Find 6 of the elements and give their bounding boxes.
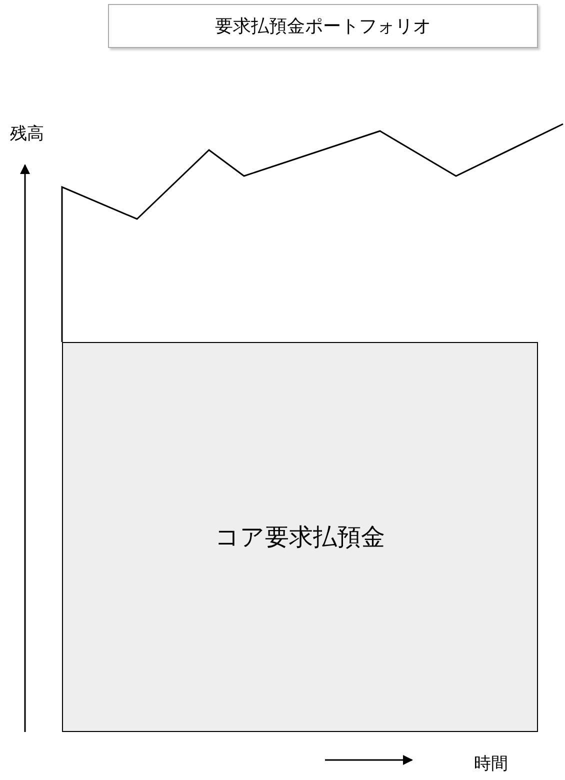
title-box bbox=[108, 4, 538, 48]
core-deposit-box bbox=[62, 342, 538, 732]
axis-label: 残高 bbox=[10, 123, 44, 145]
box-label: 要求払預金ポートフォリオ bbox=[215, 15, 431, 38]
axis-label: 時間 bbox=[474, 753, 508, 775]
box-label: コア要求払預金 bbox=[215, 522, 385, 553]
